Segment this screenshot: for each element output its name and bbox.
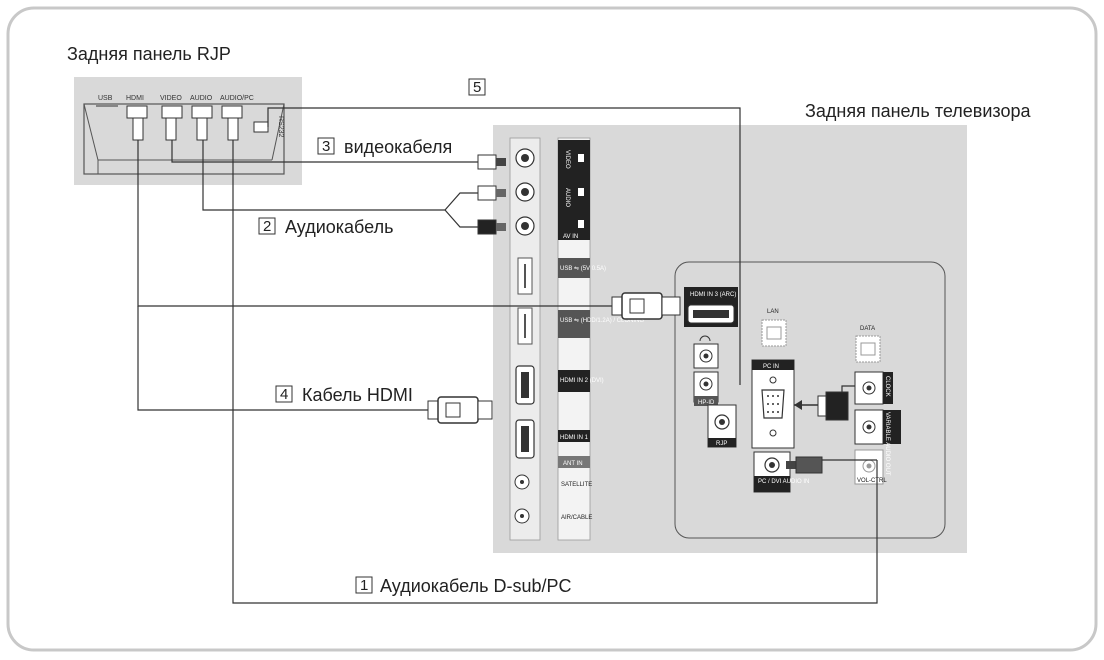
cable-plugs [427, 154, 849, 474]
cable-number: 4 [280, 386, 288, 403]
tv-panel: VIDEO AUDIO AV IN USB ⇋ (5V 0.5A) USB ⇋ … [493, 125, 967, 553]
usb2-label: USB ⇋ (HDD/1.2A) / CLONING [560, 317, 644, 324]
pc-audio-plug [786, 456, 823, 474]
hdmi3-label: HDMI IN 3 (ARC) [690, 292, 736, 298]
av-in-jacks [515, 148, 535, 236]
rjp-audio-plug [196, 117, 208, 141]
rjp-port-audio-pc: AUDIO/PC [220, 95, 254, 102]
cable-label-1: 1 Аудиокабель D-sub/PC [355, 576, 571, 596]
rjp-panel: USB HDMI VIDEO AUDIO AUDIO/PC RS232 [74, 77, 302, 185]
rjp-hdmi-connector [126, 105, 148, 119]
cable-number-box [468, 78, 486, 96]
rjp-rs232-plug [253, 121, 269, 133]
satellite-label: SATELLITE [561, 482, 592, 488]
audio-plug-white [477, 185, 497, 201]
cable-number: 3 [322, 138, 330, 155]
clock-label: CLOCK [884, 376, 890, 397]
cable-5-route [267, 107, 741, 385]
hdmi2-label: HDMI IN 2 (DVI) [560, 378, 604, 384]
audio-plug-red [477, 219, 497, 235]
av-in-block [558, 140, 590, 240]
pc-dvi-audio-in-label: PC / DVI AUDIO IN [758, 479, 809, 485]
hdmi2-label-block [558, 370, 590, 392]
cable-label-3: 3 видеокабеля [317, 137, 452, 157]
rjp-audio-connector [191, 105, 213, 119]
rjp-video-plug [165, 117, 177, 141]
cable-label-5: 5 [468, 78, 486, 96]
rjp-hdmi-plug [132, 117, 144, 141]
vol-ctrl-label: VOL-CTRL [857, 478, 887, 484]
cable-label-text: видеокабеля [344, 137, 452, 157]
cable-2-route [202, 140, 445, 211]
rjp-video-connector [161, 105, 183, 119]
rjp-audiopc-connector [221, 105, 243, 119]
cable-number: 2 [263, 218, 271, 235]
usb1-label-block [558, 258, 590, 278]
cable-number: 5 [473, 79, 481, 96]
tv-panel-title: Задняя панель телевизора [805, 101, 1031, 121]
hdmi1-label-block [558, 430, 590, 442]
cable-1-route [232, 140, 878, 604]
d-sub-plug [794, 391, 849, 421]
cable-label-text: Аудиокабель D-sub/PC [380, 576, 571, 596]
lan-label: LAN [767, 309, 779, 315]
av-video-label: VIDEO [564, 150, 570, 169]
hdmi3-plug [611, 292, 681, 320]
headphone-glyph [699, 335, 711, 342]
cable-label-text: Аудиокабель [285, 217, 393, 237]
cable-4-route [137, 306, 428, 411]
hdmi1-label: HDMI IN 1 [560, 435, 589, 441]
rjp-port-hdmi: HDMI [126, 95, 144, 102]
rjp-port-label: RJP [716, 441, 727, 447]
ant-in-label: ANT IN [563, 461, 583, 467]
data-port [855, 335, 881, 363]
rjp-port-rs232: RS232 [277, 116, 284, 138]
rjp-panel-title: Задняя панель RJP [67, 44, 231, 64]
cable-number: 1 [360, 577, 368, 594]
cable-routes [137, 107, 878, 604]
lan-port [761, 319, 787, 347]
rjp-port-audio: AUDIO [190, 95, 213, 102]
hp-id-label: HP-ID [698, 400, 715, 406]
ant-label-block [558, 456, 590, 468]
rjp-port-usb: USB [98, 95, 113, 102]
video-plug [477, 154, 497, 170]
usb1-label: USB ⇋ (5V 0.5A) [560, 265, 606, 272]
rjp-port-video: VIDEO [160, 95, 182, 102]
av-in-label: AV IN [563, 234, 578, 240]
cable-label-text: Кабель HDMI [302, 385, 413, 405]
av-audio-label: AUDIO [564, 188, 570, 207]
cable-3-route [171, 140, 478, 163]
pc-in-label: PC IN [763, 364, 779, 370]
variable-audio-out-label: VARIABLE AUDIO OUT [884, 412, 890, 476]
rjp-audiopc-plug [227, 117, 239, 141]
rjp-panel-slot [83, 103, 285, 175]
cable-label-2: 2 Аудиокабель [258, 217, 393, 237]
cable-label-4: 4 Кабель HDMI [275, 385, 413, 405]
usb2-label-block [558, 310, 590, 338]
data-label: DATA [860, 326, 875, 332]
air-cable-label: AIR/CABLE [561, 515, 592, 521]
tv-rear-connector-region [674, 261, 946, 539]
hdmi-cable-4-plug [427, 396, 493, 424]
